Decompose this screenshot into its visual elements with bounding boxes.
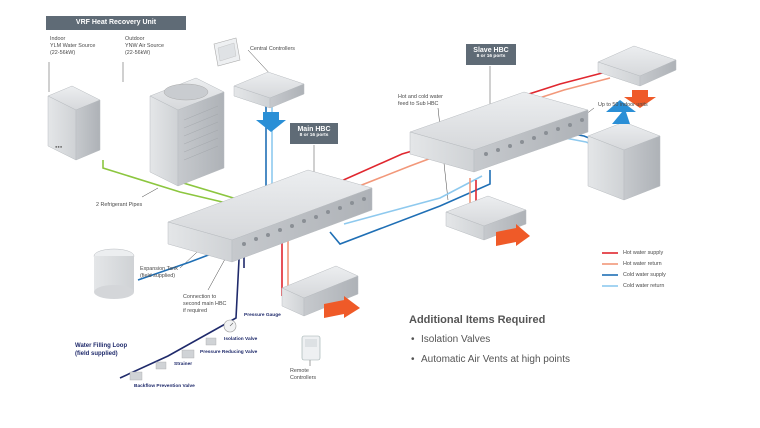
central-controllers-label: Central Controllers	[250, 46, 295, 52]
main-hbc-box	[167, 169, 373, 263]
bullet-icon: •	[411, 354, 415, 365]
central-controller-panel	[213, 37, 241, 67]
legend-cold-supply: Cold water supply	[623, 272, 666, 278]
ceiling-unit-upper-right	[597, 45, 677, 87]
air-side-arrow-lower	[496, 224, 530, 246]
indoor-unit-box: ●●●	[47, 85, 101, 161]
indoor-units-note: Up to 50 indoor units	[598, 102, 648, 108]
slave-hbc-box	[409, 91, 589, 173]
isolation-valve-label: Isolation Valve	[224, 337, 258, 342]
pressure-reducing-valve-label: Pressure Reducing Valve	[200, 350, 258, 355]
backflow-valve-label: Backflow Prevention Valve	[134, 384, 195, 389]
ceiling-unit-center	[233, 71, 305, 109]
wall-unit-remote	[281, 265, 359, 317]
svg-text:●●●: ●●●	[55, 144, 63, 149]
cassette-unit-lower	[445, 195, 527, 241]
outdoor-unit-box	[149, 77, 225, 187]
air-down-arrow	[256, 112, 286, 132]
main-hbc-banner: Main HBC 8 or 16 ports	[290, 123, 338, 144]
air-side-arrow-remote	[324, 296, 360, 318]
loop-components	[129, 319, 237, 381]
strainer-label: Strainer	[174, 362, 193, 367]
bullet-icon: •	[411, 334, 415, 345]
additional-item: •Isolation Valves	[411, 334, 491, 345]
air-up-arrow	[606, 100, 636, 124]
legend-hot-supply: Hot water supply	[623, 250, 664, 256]
slave-hbc-banner: Slave HBC 8 or 16 ports	[466, 44, 516, 65]
water-loop-label: Water Filling Loop(field supplied)	[75, 343, 128, 357]
pressure-gauge-label: Pressure Gauge	[244, 313, 281, 318]
expansion-tank	[93, 248, 135, 299]
refrigerant-pipes-label: 2 Refrigerant Pipes	[96, 202, 143, 208]
remote-controller-device	[301, 335, 321, 361]
expansion-tank-label: Expansion Tank(field supplied)	[140, 266, 178, 279]
legend-swatches	[602, 252, 618, 287]
title-banner: VRF Heat Recovery Unit	[46, 16, 186, 30]
additional-item: •Automatic Air Vents at high points	[411, 354, 570, 365]
air-down-arrow-orange	[624, 90, 656, 108]
floor-unit-right	[587, 121, 661, 201]
legend-cold-return: Cold water return	[623, 283, 665, 289]
additional-items-title: Additional Items Required	[409, 314, 546, 326]
legend-hot-return: Hot water return	[623, 261, 662, 267]
